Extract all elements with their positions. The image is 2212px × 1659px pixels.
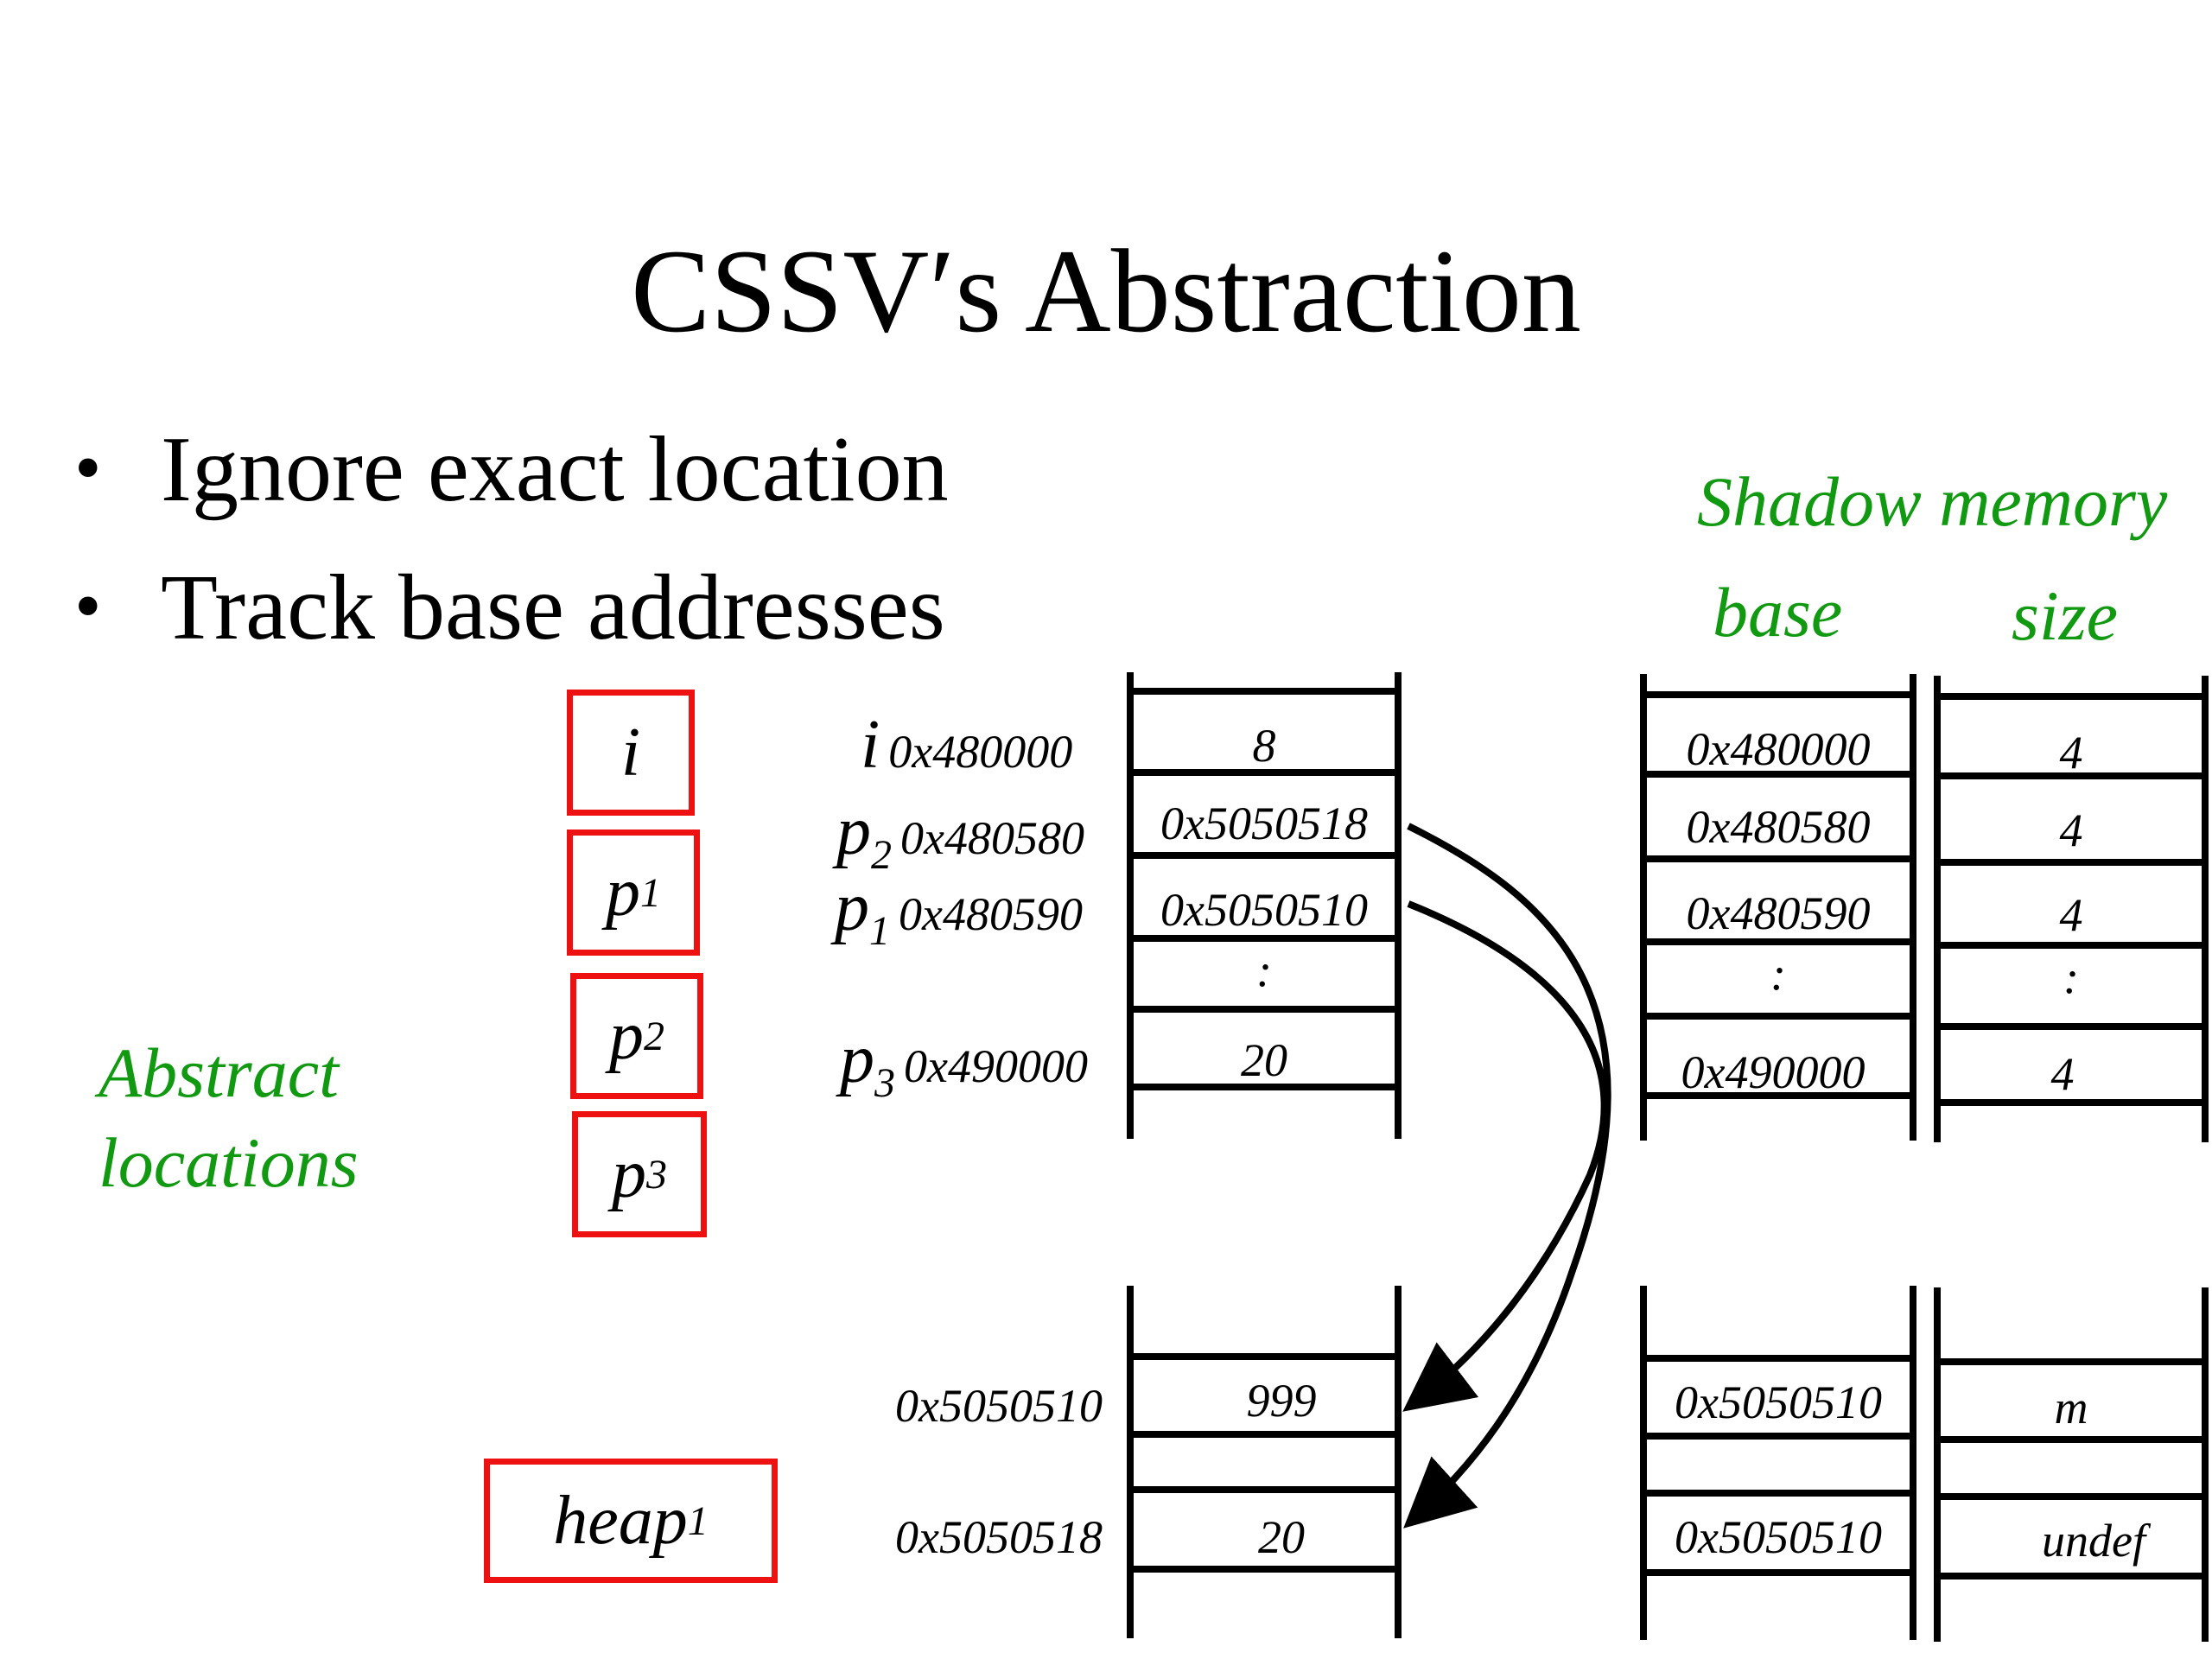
abstract-box-name: i — [620, 714, 641, 791]
heap-shadow-size-value: m — [2054, 1382, 2088, 1433]
heap-address: 0x5050510 — [895, 1380, 1103, 1432]
stack-cell-value: 20 — [1241, 1034, 1287, 1086]
slide-title: CSSV′s Abstraction — [631, 225, 1581, 357]
abstract-box-sub: 3 — [646, 1151, 667, 1198]
var-name: i — [861, 707, 880, 783]
var-name: p2 — [836, 793, 892, 878]
bullet-item: •Ignore exact location — [74, 423, 949, 517]
heap-shadow-base-value: 0x5050510 — [1675, 1379, 1882, 1426]
bullet-text: Ignore exact location — [161, 418, 949, 521]
heap-cell-value: 20 — [1258, 1511, 1305, 1563]
heap-cell-value: 999 — [1246, 1375, 1317, 1427]
abstract-box-i: i — [567, 690, 695, 816]
stack-cell-value: 0x5050510 — [1160, 884, 1368, 936]
var-address: 0x480580 — [900, 812, 1084, 864]
abstract-box-sub: 2 — [644, 1013, 664, 1059]
size-column-label: size — [2012, 576, 2118, 655]
p1-pointer-arrow — [1402, 900, 1608, 1412]
shadow-size-value: 4 — [2059, 727, 2083, 779]
stack-cell-value: 0x5050518 — [1160, 798, 1368, 849]
shadow-memory-label: Shadow memory — [1697, 462, 2168, 541]
shadow-base-value: 0x480590 — [1686, 887, 1871, 939]
ellipsis: : — [1770, 948, 1786, 1000]
shadow-size-value: 4 — [2059, 889, 2083, 941]
var-address: 0x490000 — [904, 1040, 1088, 1092]
base-column-label: base — [1713, 573, 1843, 652]
bullet-text: Track base addresses — [161, 556, 945, 659]
abstract-box-name: p — [609, 997, 644, 1074]
p2-pointer-arrow — [1403, 823, 1611, 1529]
bullet-dot-icon: • — [74, 425, 102, 511]
heap-shadow-size-value: undef — [2042, 1515, 2145, 1567]
shadow-base-value: 0x490000 — [1681, 1046, 1866, 1098]
stack-cell-value: 8 — [1252, 720, 1276, 772]
abstract-box-sub: 1 — [640, 869, 661, 916]
abstract-box-sub: 1 — [687, 1497, 709, 1544]
abstract-locations-label: Abstract locations — [99, 1028, 359, 1208]
heap-shadow-base-value: 0x5050510 — [1675, 1514, 1882, 1560]
shadow-size-value: 4 — [2050, 1048, 2075, 1100]
var-name: p3 — [840, 1021, 895, 1106]
abstract-box-name: p — [606, 854, 640, 931]
var-address: 0x480590 — [899, 888, 1083, 940]
abstract-box-name: heap — [553, 1482, 688, 1559]
bullet-item: •Track base addresses — [74, 562, 945, 655]
abstract-locations-line: locations — [99, 1123, 359, 1202]
ellipsis: : — [2063, 951, 2079, 1003]
shadow-size-value: 4 — [2059, 804, 2083, 856]
abstract-box-name: p — [612, 1135, 646, 1212]
heap-address: 0x5050518 — [895, 1511, 1103, 1563]
var-name: p1 — [835, 869, 890, 954]
bullet-dot-icon: • — [74, 563, 102, 649]
shadow-base-value: 0x480000 — [1686, 723, 1871, 775]
shadow-base-value: 0x480580 — [1686, 801, 1871, 853]
abstract-locations-line: Abstract — [99, 1033, 339, 1112]
var-address: 0x480000 — [888, 726, 1073, 778]
ellipsis: : — [1256, 944, 1272, 996]
